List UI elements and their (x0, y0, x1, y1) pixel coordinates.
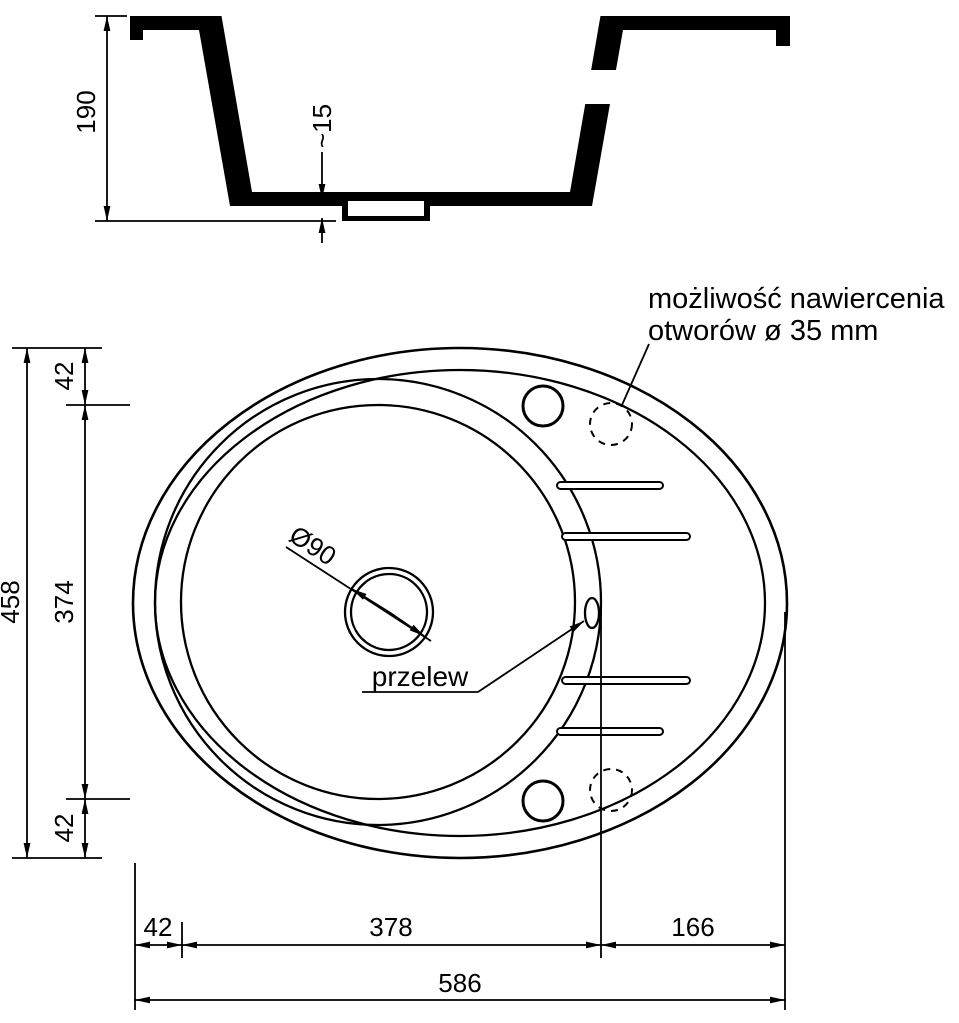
drill-note-leader (621, 343, 650, 406)
sink-outer-outline (131, 346, 789, 860)
tap-hole-bottom (521, 779, 565, 823)
bowl-inner-circle (179, 403, 577, 801)
drain-diameter-arrow-2 (388, 611, 425, 637)
overflow-leader-line (477, 620, 585, 693)
optional-hole-bottom (589, 768, 633, 812)
dim-label-42-left: 42 (144, 912, 173, 942)
dim-label-42-top: 42 (49, 362, 79, 391)
dim-label-166: 166 (671, 912, 714, 942)
dim-label-374: 374 (49, 580, 79, 623)
bowl-outer-circle (153, 377, 603, 827)
drainer-groove-2 (561, 532, 691, 541)
drainer-groove-3 (561, 676, 691, 685)
overflow-cutout (584, 70, 618, 104)
dim-label-190: 190 (71, 90, 101, 133)
drain-recess (346, 199, 426, 218)
dim-label-458: 458 (0, 580, 25, 623)
drain-diameter-arrow-1 (351, 588, 390, 613)
plan-view: Ø90 przelew możliwość nawiercenia otworó… (0, 283, 945, 1010)
drill-note-line2: otworów ø 35 mm (648, 315, 878, 347)
sink-section-cavity (221, 13, 601, 192)
dim-label-15: ~15 (307, 104, 337, 148)
sink-rim-inner-outline (153, 368, 767, 838)
drain-inner-circle (349, 572, 429, 652)
dim-label-42-bottom: 42 (49, 814, 79, 843)
drainer-groove-4 (556, 727, 664, 736)
drainer-groove-1 (556, 481, 664, 490)
overflow-label: przelew (372, 661, 469, 692)
drill-note-line1: możliwość nawiercenia (648, 283, 945, 315)
drain-outer-circle (343, 566, 435, 658)
tap-hole-top (521, 384, 565, 428)
overflow-slot (583, 596, 601, 630)
optional-hole-top (589, 402, 633, 446)
section-view: 190 ~15 (71, 13, 790, 243)
dim-label-586: 586 (438, 968, 481, 998)
dim-label-378: 378 (369, 912, 412, 942)
